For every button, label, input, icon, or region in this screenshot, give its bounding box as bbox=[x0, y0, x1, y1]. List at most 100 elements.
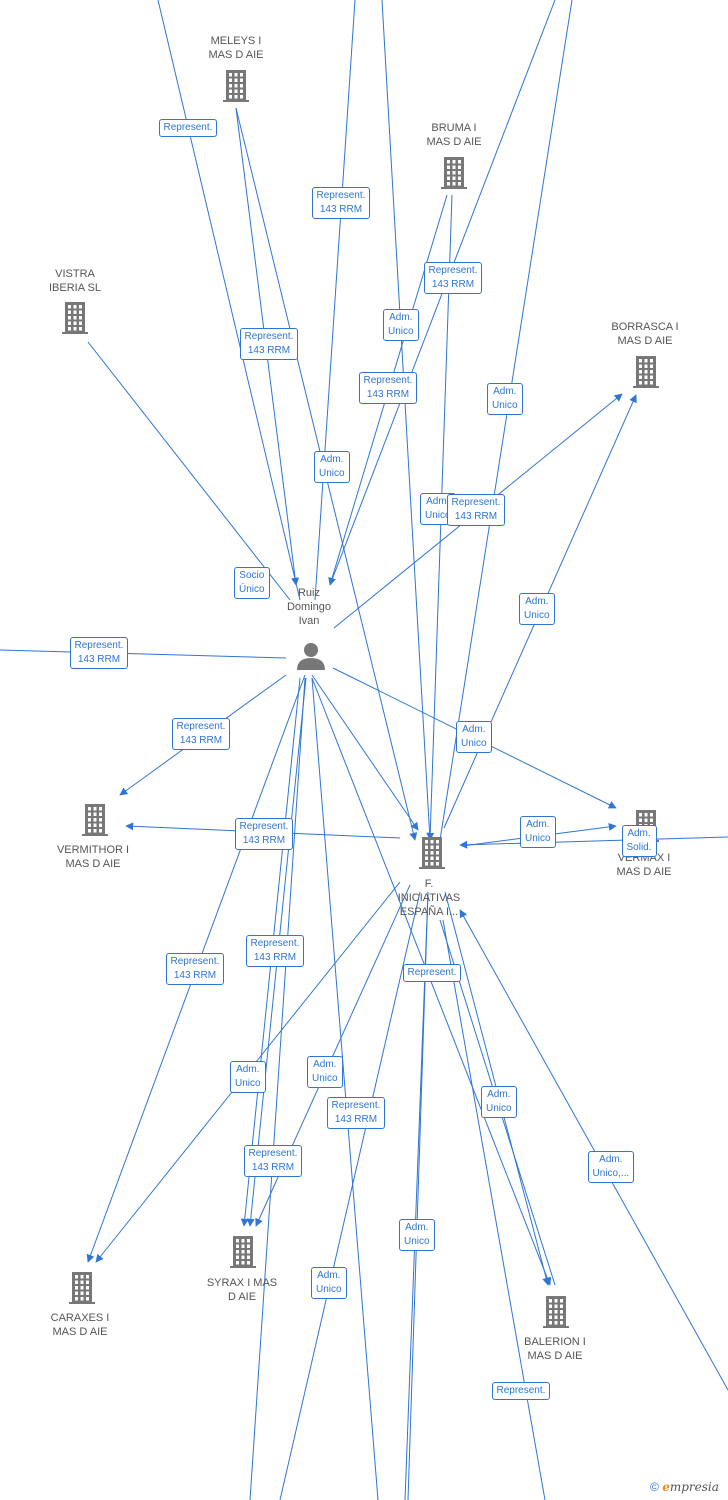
node-label-line: MAS D AIE bbox=[426, 136, 482, 148]
edge-label[interactable]: Adm.Unico bbox=[481, 1086, 517, 1118]
edge-line bbox=[279, 891, 421, 1500]
edge-label-line: Represent. bbox=[331, 1100, 381, 1111]
edge-label[interactable]: Adm. Unico bbox=[399, 1219, 435, 1251]
edge-label-line: Adm. bbox=[526, 819, 550, 830]
edge-label-line: Represent. bbox=[176, 721, 226, 732]
edge-label[interactable]: Represent. 143 RRM bbox=[245, 935, 305, 967]
edge-label[interactable]: Represent.143 RRM bbox=[243, 1145, 303, 1177]
building-icon[interactable] bbox=[230, 1236, 256, 1268]
person-icon[interactable] bbox=[297, 643, 325, 670]
node-label-line: CARAXES I bbox=[50, 1312, 110, 1324]
edge-label[interactable]: Represent.143 RRM bbox=[234, 818, 294, 850]
edge-label[interactable]: Represent.143 RRM bbox=[165, 953, 225, 985]
node-label-line: VERMITHOR I bbox=[56, 844, 130, 856]
node-label-line: BALERION I bbox=[524, 1336, 586, 1348]
building-icon[interactable] bbox=[82, 804, 108, 836]
edge-label-line: 143 RRM bbox=[77, 654, 121, 665]
edge-label-line: Unico bbox=[525, 833, 551, 844]
footer-brand[interactable]: © empresia bbox=[650, 1480, 719, 1494]
building-icon[interactable] bbox=[441, 157, 467, 189]
edge-label[interactable]: Adm.Unico bbox=[314, 451, 350, 483]
edge-label-line: Unico bbox=[492, 400, 518, 411]
edge-label[interactable]: Adm.Solid. bbox=[621, 825, 657, 857]
edge-label[interactable]: Adm.Unico bbox=[311, 1267, 347, 1299]
edge-label-line: Adm. bbox=[405, 1222, 429, 1233]
edge-line bbox=[157, 0, 301, 601]
edge-label[interactable]: Represent.143 RRM bbox=[326, 1097, 386, 1129]
edge-label-line: Unico bbox=[312, 1073, 338, 1084]
node-label-line: F. bbox=[424, 878, 434, 890]
building-icon[interactable] bbox=[223, 70, 249, 102]
edge-label[interactable]: Represent.143 RRM bbox=[446, 494, 506, 526]
edge-label[interactable]: Represent.143 RRM bbox=[239, 328, 299, 360]
edge-line bbox=[439, 0, 573, 841]
node-label-line: MAS D AIE bbox=[52, 1326, 108, 1338]
edge-label[interactable]: Represent.143 RRM bbox=[423, 262, 483, 294]
node-label-caraxes[interactable]: CARAXES I MAS D AIE bbox=[25, 1311, 135, 1339]
brand-logo: empresia bbox=[662, 1480, 719, 1494]
edge-line bbox=[87, 341, 291, 601]
edge-label-line: Unico bbox=[524, 610, 550, 621]
edge-label-line: 143 RRM bbox=[253, 952, 297, 963]
edge-label-line: Represent. bbox=[407, 967, 457, 978]
edge-label-line: Unico bbox=[404, 1236, 430, 1247]
edge-label[interactable]: Represent. bbox=[491, 1382, 551, 1400]
node-label-line: D AIE bbox=[227, 1291, 257, 1303]
edge-label[interactable]: Represent.143 RRM bbox=[358, 372, 418, 404]
edge-label[interactable]: Adm.Unico bbox=[230, 1061, 266, 1093]
edge-label[interactable]: Adm. Unico bbox=[519, 593, 555, 625]
edge-label[interactable]: Adm. Unico bbox=[520, 816, 556, 848]
edge-label-line: 143 RRM bbox=[319, 204, 363, 215]
edge-label[interactable]: Represent. bbox=[158, 119, 218, 137]
edge-label-line: Adm. bbox=[525, 596, 549, 607]
edge-label[interactable]: Adm. Unico,... bbox=[587, 1151, 635, 1183]
edge-label[interactable]: Represent. 143 RRM bbox=[311, 187, 371, 219]
edge-label[interactable]: Represent.143 RRM bbox=[171, 718, 231, 750]
edge-label-line: Unico,... bbox=[592, 1168, 630, 1179]
edge-label-line: Unico bbox=[316, 1284, 342, 1295]
edge-label-line: Represent. bbox=[244, 331, 294, 342]
edge-label[interactable]: Adm. Unico bbox=[487, 383, 523, 415]
edge-label[interactable]: Adm.Unico bbox=[383, 309, 419, 341]
edge-line bbox=[442, 919, 546, 1500]
edge-label-line: Represent. bbox=[250, 938, 300, 949]
edge-label[interactable]: Represent. bbox=[402, 964, 462, 982]
node-label-line: IBERIA SL bbox=[49, 282, 101, 294]
node-label-line: MELEYS I bbox=[210, 35, 262, 47]
edge-line bbox=[459, 909, 728, 1391]
edge-label-line: Represent. bbox=[363, 375, 413, 386]
edge-line bbox=[381, 0, 431, 841]
edge-label[interactable]: Adm.Unico bbox=[307, 1056, 343, 1088]
building-icon[interactable] bbox=[633, 356, 659, 388]
edge-label[interactable]: Adm.Unico bbox=[456, 721, 492, 753]
copyright-symbol: © bbox=[650, 1480, 659, 1494]
building-icon[interactable] bbox=[62, 302, 88, 334]
edge-label-line: Adm. bbox=[493, 386, 517, 397]
edge-label-line: Adm. bbox=[627, 828, 651, 839]
node-label-line: BORRASCA I bbox=[611, 321, 679, 333]
edge-label-line: Adm. bbox=[462, 724, 486, 735]
edge-label-line: Represent. bbox=[316, 190, 366, 201]
edge-label-line: 143 RRM bbox=[242, 835, 286, 846]
edge-label-line: Adm. bbox=[599, 1154, 623, 1165]
building-icon[interactable] bbox=[69, 1272, 95, 1304]
edge-label[interactable]: Represent.143 RRM bbox=[69, 637, 129, 669]
node-label-line: Domingo bbox=[286, 601, 332, 613]
edge-label-line: Unico bbox=[425, 510, 451, 521]
edge-line bbox=[0, 649, 287, 659]
building-icon[interactable] bbox=[419, 837, 445, 869]
edge-label-line: Represent. bbox=[428, 265, 478, 276]
building-icon[interactable] bbox=[543, 1296, 569, 1328]
